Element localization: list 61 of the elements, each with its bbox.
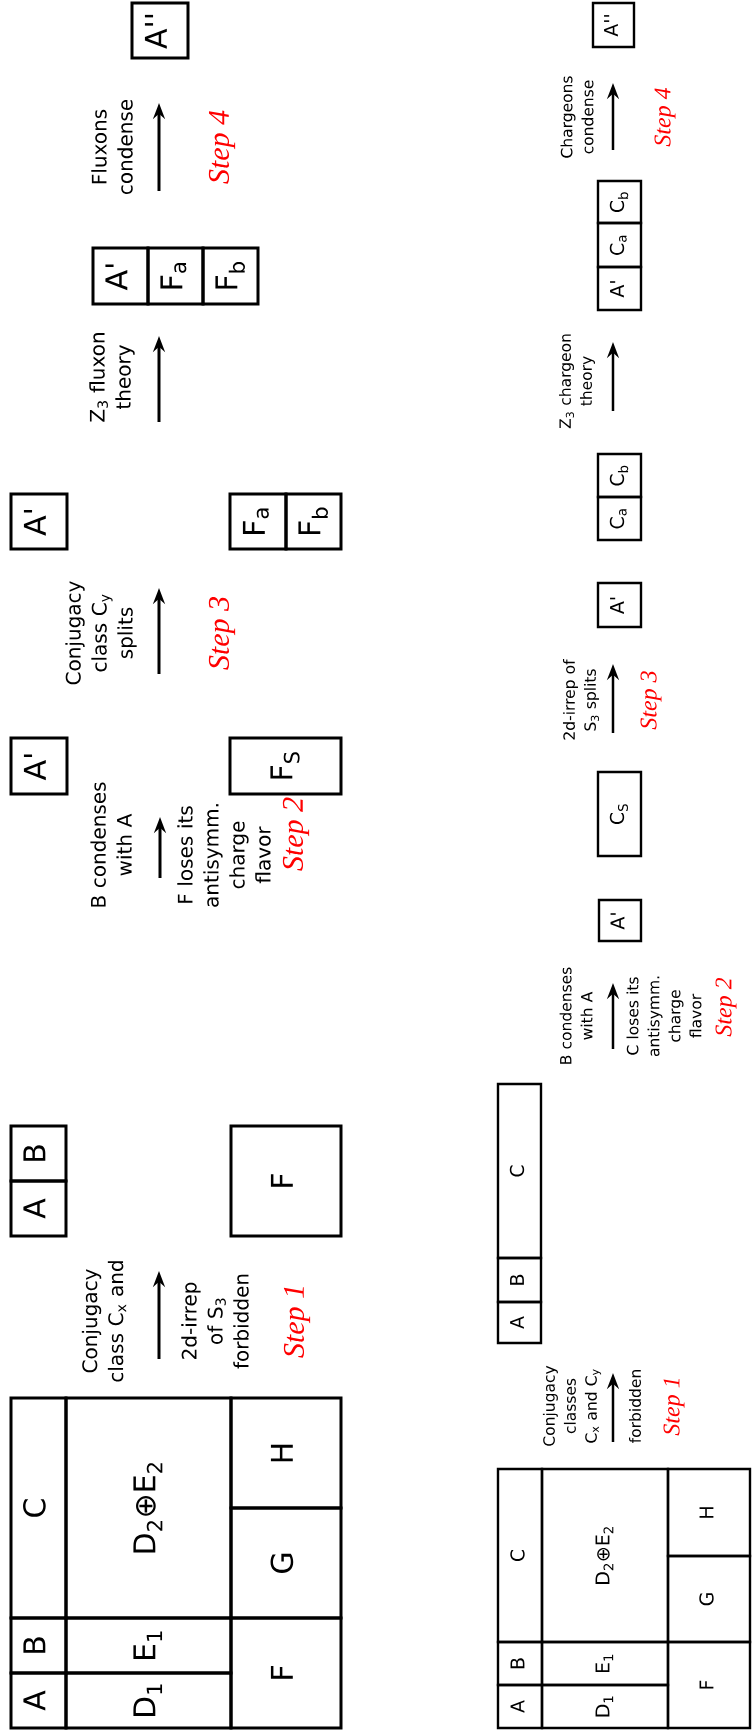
table-cell: F$_{b}$	[284, 492, 343, 551]
table-cell: A'	[9, 492, 69, 551]
table-cell: C	[9, 1396, 68, 1620]
table-cell: B	[9, 1124, 68, 1183]
arrow-label: Fluxons condense	[91, 99, 133, 195]
table-cell: C$_{b}$	[596, 179, 643, 225]
arrow-label: F loses its antisymm. charge flavor	[177, 804, 271, 907]
table-cell: A'	[597, 898, 643, 943]
table-cell: A'	[9, 736, 69, 796]
table-cell: F$_{a}$	[228, 492, 288, 551]
arrow-label: B condenses with A	[90, 782, 132, 907]
table-cell: A''	[591, 1, 636, 49]
table-cell: E$_{1}$	[64, 1616, 233, 1675]
table-cell: A''	[130, 1, 190, 60]
table-cell: B	[496, 1640, 544, 1687]
table-cell: F	[229, 1124, 343, 1238]
table-cell: C$_{S}$	[596, 770, 643, 858]
step-label: Step 1	[283, 1287, 311, 1358]
arrow-label: C loses its antisymm. charge flavor	[626, 976, 702, 1057]
table-cell: F$_{b}$	[201, 246, 260, 306]
step-label: Step 4	[654, 87, 676, 147]
table-cell: D$_{1}$	[540, 1683, 670, 1730]
table-cell: B	[496, 1256, 543, 1304]
step-label: Step 3	[640, 671, 662, 730]
table-cell: C	[496, 1467, 544, 1644]
table-cell: H	[666, 1467, 752, 1558]
table-cell: F$_{a}$	[146, 246, 205, 306]
table-cell: F	[666, 1640, 752, 1730]
table-cell: D$_{1}$	[64, 1671, 233, 1730]
table-cell: C$_{a}$	[596, 495, 643, 542]
table-cell: A'	[91, 246, 150, 306]
arrow-label: Z$_{3}$ fluxon theory	[89, 333, 135, 422]
arrow-label: forbidden	[629, 1370, 641, 1443]
table-cell: A'	[596, 265, 643, 312]
table-cell: G	[666, 1554, 752, 1644]
table-cell: C$_{b}$	[596, 452, 643, 499]
table-cell: A	[496, 1300, 543, 1345]
step-label: Step 3	[208, 596, 236, 670]
step-label: Step 1	[663, 1378, 685, 1436]
table-cell: H	[229, 1396, 343, 1510]
arrow-label: B condenses with A	[559, 967, 593, 1064]
table-cell: C$_{a}$	[596, 221, 643, 269]
arrow-label: Z$_{3}$ chargeon theory	[559, 334, 595, 429]
step-label: Step 4	[208, 110, 236, 184]
table-cell: E$_{1}$	[540, 1640, 670, 1687]
table-cell: G	[229, 1506, 343, 1620]
arrow-label: Conjugacy class C$_{y}$ splits	[65, 581, 137, 685]
table-cell: D$_{2}$⊕E$_{2}$	[540, 1467, 670, 1644]
arrow-label: Chargeons condense	[560, 76, 594, 158]
table-cell: A'	[596, 581, 643, 629]
arrow-label: Conjugacy classes C$_{x}$ and C$_{y}$	[542, 1365, 602, 1446]
table-cell: A	[9, 1671, 68, 1730]
table-cell: B	[9, 1616, 68, 1675]
table-cell: F$_{S}$	[228, 736, 343, 796]
table-cell: F	[229, 1616, 343, 1730]
table-cell: A	[9, 1179, 68, 1238]
table-cell: D$_{2}$⊕E$_{2}$	[64, 1396, 233, 1620]
arrow-label: 2d-irrep of S$_{3}$ forbidden	[181, 1274, 249, 1369]
step-label: Step 2	[715, 977, 737, 1037]
table-cell: C	[496, 1082, 543, 1260]
table-cell: A	[496, 1683, 544, 1730]
